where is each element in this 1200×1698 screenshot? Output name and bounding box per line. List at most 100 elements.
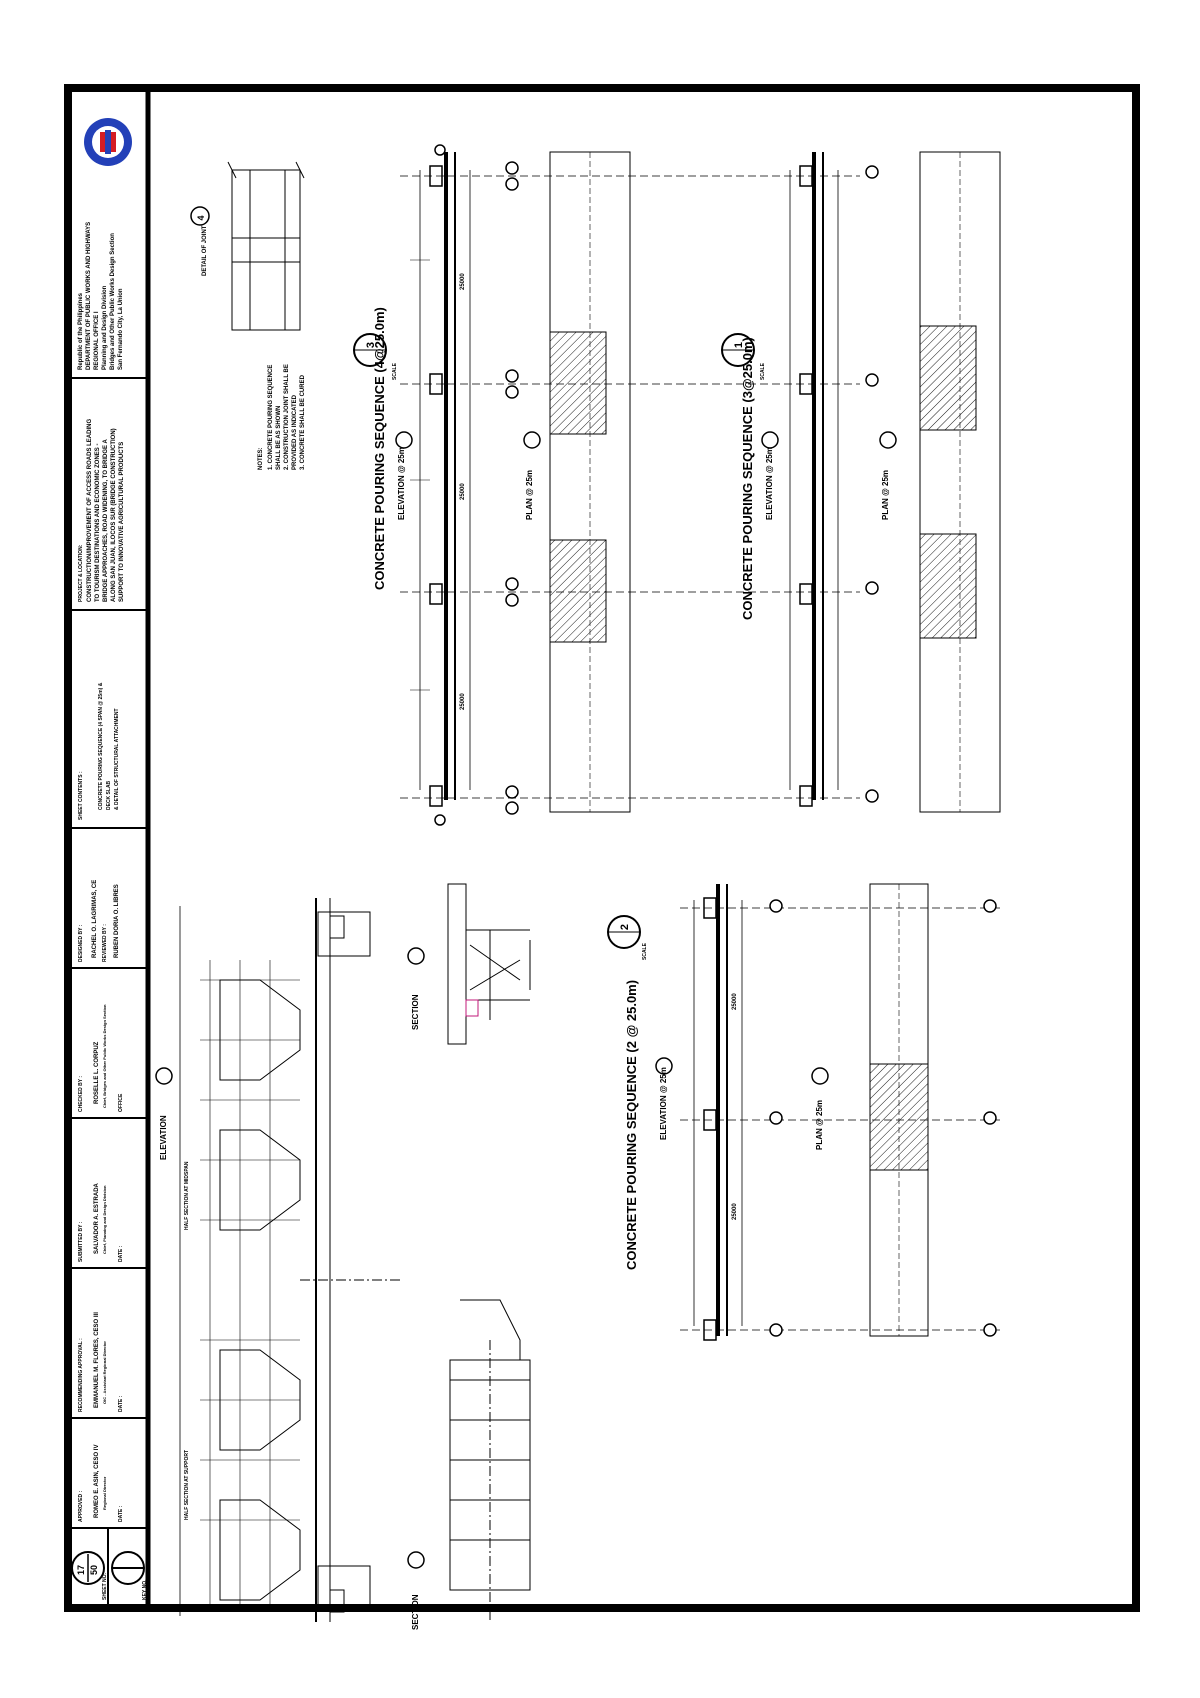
pour-2span-scale: SCALE [642, 942, 648, 960]
title-block-grid [68, 377, 148, 1608]
reviewed-name: RUBEN DORIA O. LIBRES [114, 884, 120, 958]
submitted-name: SALVADOR A. ESTRADA [94, 1182, 100, 1254]
approved-name: ROMEO E. ASIN, CESO IV [94, 1445, 100, 1518]
sheet-no-label: SHEET NO. [102, 1572, 108, 1600]
pour-4span-title: CONCRETE POURING SEQUENCE (4@25.0m) [372, 307, 387, 590]
approved-label: APPROVED : [78, 1491, 84, 1522]
elevation-3span-marker [761, 431, 779, 449]
notes-title: NOTES: [258, 447, 264, 470]
elevation-2span-marker [655, 1057, 673, 1075]
project-line: CONSTRUCTION/IMPROVEMENT OF ACCESS ROADS… [87, 419, 93, 602]
dpwh-seal-logo [84, 118, 132, 166]
date-label: DATE : [118, 1395, 124, 1412]
note-line: SHALL BE AS SHOWN [276, 406, 282, 470]
agency-line: Bridges and Other Public Works Design Se… [110, 233, 116, 370]
section-a-label: SECTION [411, 994, 420, 1030]
recommending-name: EMMANUEL M. FLORES, CESO III [94, 1312, 100, 1408]
elevation-3span-label: ELEVATION @ 25m [765, 447, 774, 520]
joint-detail-label: DETAIL OF JOINT [202, 225, 208, 276]
designed-label: DESIGNED BY : [78, 924, 84, 962]
reviewed-label: REVIEWED BY : [102, 924, 108, 962]
pour-2span-title: CONCRETE POURING SEQUENCE (2 @ 25.0m) [624, 980, 639, 1270]
elevation-4span-axis-bubbles [434, 144, 519, 826]
pour-3span-title: CONCRETE POURING SEQUENCE (3@25.0m) [740, 337, 755, 620]
plan-3span [919, 151, 1001, 813]
cross-section-elevation [179, 898, 400, 1622]
pour-3span-marker [721, 333, 755, 367]
project-line: TO TOURISM DESTINATIONS AND ECONOMIC ZON… [95, 444, 101, 602]
sheet-number-badge [71, 1551, 105, 1585]
recommending-title: OIC - Assistant Regional Director [102, 1341, 107, 1404]
joint-detail-marker [190, 206, 210, 226]
elevation-4span-marker [395, 431, 413, 449]
sheet-contents-line: CONCRETE POURING SEQUENCE (4 SPAN @ 25m)… [98, 682, 104, 810]
plan-4span [549, 151, 631, 813]
checked-name: ROSELLE L. CORPUZ [94, 1041, 100, 1104]
elevation-4span-label: ELEVATION @ 25m [397, 447, 406, 520]
key-label: KEY NO. [142, 1579, 148, 1600]
elevation-3span-axis-bubbles [865, 165, 879, 803]
section-b-marker [407, 1551, 425, 1569]
half-support-label: HALF SECTION AT SUPPORT [184, 1450, 190, 1520]
note-line: 1. CONCRETE POURING SEQUENCE [268, 365, 274, 470]
pour-4span-scale: SCALE [392, 362, 398, 380]
section-b-detail [440, 1299, 560, 1620]
agency-line: Republic of the Philippines [78, 292, 84, 370]
section-a-detail [447, 883, 531, 1045]
pour-4span-number: 3 [365, 342, 377, 348]
elevation-4span-dim: 25000 [460, 483, 466, 500]
recommending-label: RECOMMENDING APPROVAL : [78, 1338, 84, 1412]
plan-2span-pour-zone [869, 1063, 929, 1171]
project-line: ALONG SAN JUAN, ILOCOS SUR (BRIDGE CONST… [111, 428, 117, 602]
agency-line: REGIONAL OFFICE I [94, 311, 100, 370]
section-b-label: SECTION [411, 1594, 420, 1630]
agency-line: San Fernando City, La Union [118, 288, 124, 370]
note-line: PROVIDED AS INDICATED [292, 394, 298, 470]
elevation-2span-axis-bubbles [769, 899, 997, 1337]
elevation-2span-dim: 25000 [732, 993, 738, 1010]
submitted-title: Chief, Planning and Design Division [102, 1185, 107, 1254]
half-midspan-label: HALF SECTION AT MIDSPAN [184, 1161, 190, 1230]
date-label: DATE : [118, 1245, 124, 1262]
date-label: DATE : [118, 1505, 124, 1522]
agency-line: DEPARTMENT OF PUBLIC WORKS AND HIGHWAYS [86, 222, 92, 370]
sheet-number: 17 [76, 1565, 86, 1575]
plan-2span-marker [811, 1067, 829, 1085]
checked-label: CHECKED BY : [78, 1076, 84, 1112]
sheet-contents-label: SHEET CONTENTS : [78, 771, 84, 820]
elevation-2span-dim: 25000 [732, 1203, 738, 1220]
elevation-2span-label: ELEVATION @ 25m [659, 1067, 668, 1140]
cross-section-rebar-grid [200, 960, 300, 1610]
elevation-4span-dim: 25000 [460, 273, 466, 290]
plan-3span-pour-zones [919, 325, 977, 639]
elevation-4span-dim: 25000 [460, 693, 466, 710]
office-label: OFFICE [118, 1093, 124, 1112]
joint-detail [227, 161, 305, 331]
note-line: 3. CONCRETE SHALL BE CURED [300, 374, 306, 470]
section-a-marker [407, 947, 425, 965]
pour-2span-number: 2 [619, 924, 631, 930]
project-line: SUPPORT TO INNOVATIVE AGRICULTURAL PRODU… [119, 442, 125, 602]
pour-2span-marker [607, 915, 641, 949]
note-line: 2. CONSTRUCTION JOINT SHALL BE [284, 364, 290, 470]
agency-line: Planning and Design Division [102, 285, 108, 370]
designed-name: RACHEL O. LAGRIMAS, CE [92, 880, 98, 958]
cross-section-marker [155, 1067, 173, 1085]
plan-2span-label: PLAN @ 25m [815, 1100, 824, 1150]
pour-3span-scale: SCALE [760, 362, 766, 380]
sheet-contents-line: & DETAIL OF STRUCTURAL ATTACHMENT [114, 708, 120, 810]
pour-4span-marker [353, 333, 387, 367]
cross-section-label: ELEVATION [159, 1115, 168, 1160]
sheet-total: 50 [89, 1565, 99, 1575]
key-symbol [111, 1551, 145, 1585]
elevation-2span-gridlines [680, 907, 1000, 1331]
elevation-2span [693, 884, 743, 1341]
sheet-contents-line: DECK SLAB [106, 780, 112, 810]
pour-3span-number: 1 [733, 342, 745, 348]
plan-3span-marker [879, 431, 897, 449]
plan-3span-label: PLAN @ 25m [881, 470, 890, 520]
project-line: BRIDGE APPROACHES, ROAD WIDENING, TO BRI… [103, 439, 109, 602]
approved-title: Regional Director [102, 1476, 107, 1510]
elevation-3span [789, 152, 839, 807]
